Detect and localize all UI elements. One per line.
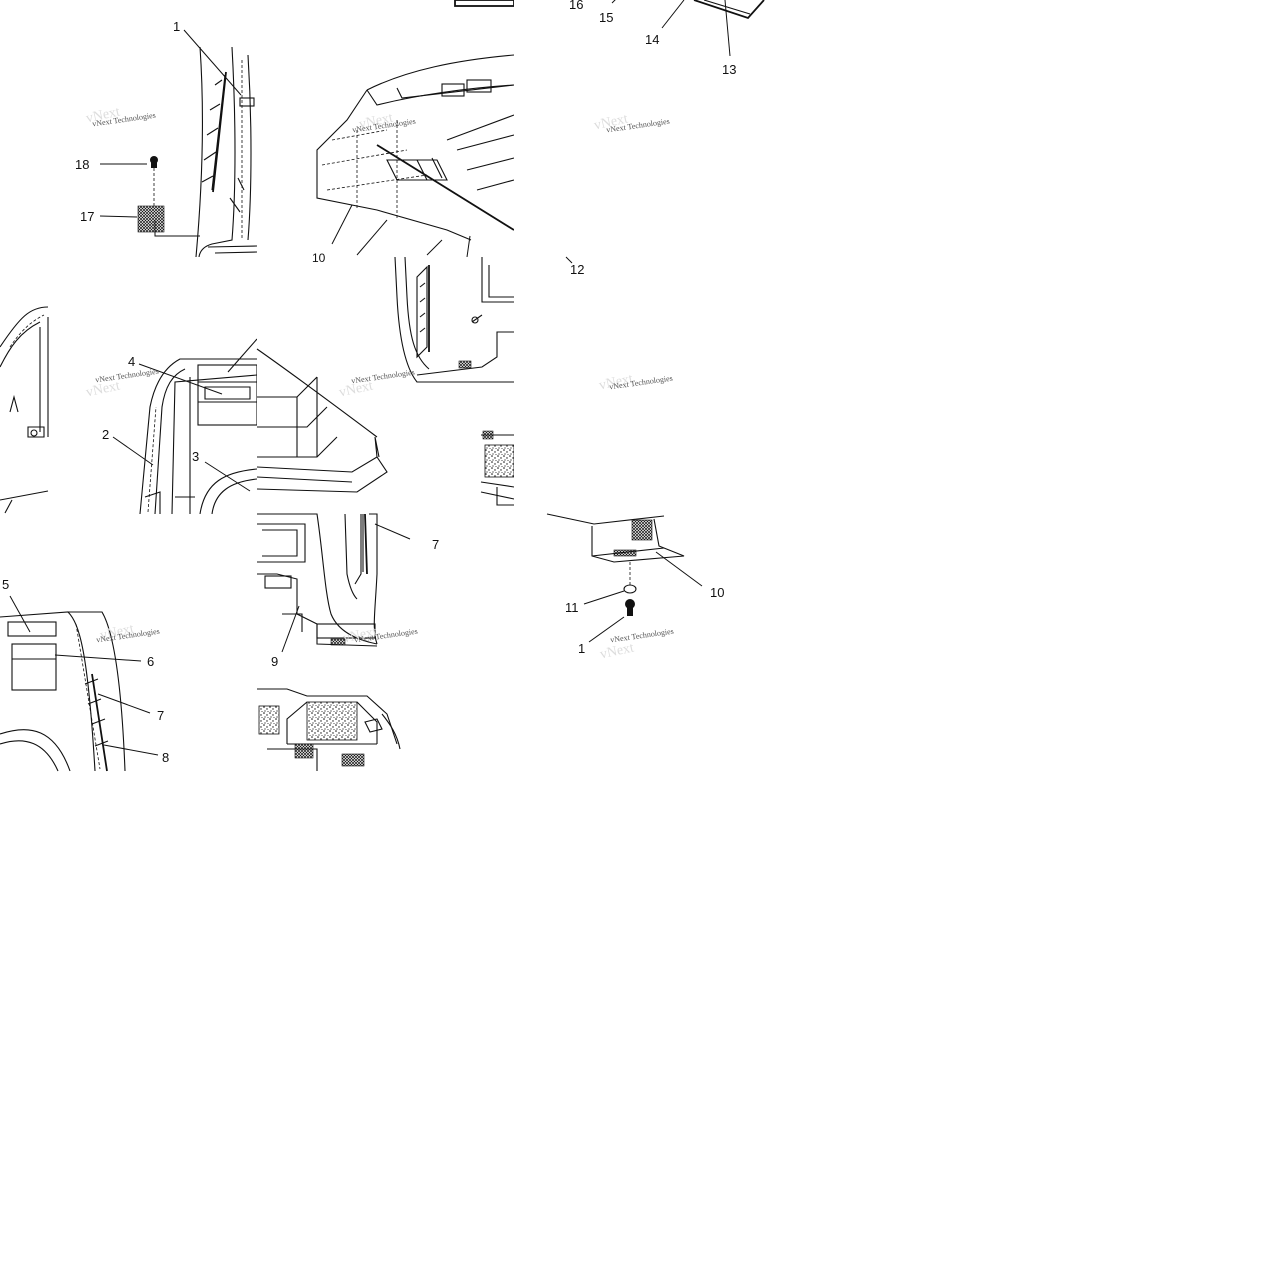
hood-front-drawing [316, 0, 515, 258]
callout-10: 10 [710, 585, 725, 600]
leader-fragment [565, 256, 573, 264]
callout-3: 3 [192, 449, 200, 464]
callout-6: 6 [147, 654, 155, 669]
tile-middle-left: 4 2 3 vNext vNext Technologies [0, 257, 258, 515]
tile-top-right: 16 15 14 13 vNext vNext Technologies [514, 0, 771, 257]
callout-5: 5 [2, 577, 10, 592]
callout-10-partial: 10 [312, 251, 326, 265]
callout-16: 16 [569, 0, 584, 12]
tile-top-left: 1 18 17 vNext vNext Technologies [0, 0, 258, 258]
callout-13: 13 [722, 62, 737, 77]
callout-18: 18 [75, 157, 90, 172]
callout-14: 14 [645, 32, 660, 47]
hood-rear-panel-drawing [0, 595, 159, 772]
tile-center: vNext vNext Technologies [256, 256, 515, 514]
bracket-fastener-drawing [546, 513, 703, 643]
tile-middle-right: 12 vNext vNext Technologies [514, 256, 771, 514]
tile-top-middle: vNext vNext Technologies [257, 0, 515, 258]
callout-8: 8 [162, 750, 170, 765]
callout-15: 15 [599, 10, 614, 25]
hood-underside-drawing [256, 256, 515, 506]
callout-11: 11 [565, 600, 579, 615]
callout-1: 1 [578, 641, 586, 656]
tile-bottom-right: 10 11 1 vNext vNext Technologies [514, 513, 771, 771]
tile-bottom-left: 5 6 7 8 vNext vNext Technologies [0, 514, 257, 772]
callout-2: 2 [102, 427, 110, 442]
hood-lower-side-drawing [257, 513, 411, 771]
hood-side-vent-drawing [99, 29, 258, 258]
tile-fragment-10: 10 [305, 250, 335, 264]
callout-1: 1 [173, 19, 181, 34]
callout-17: 17 [80, 209, 95, 224]
tile-bottom-center: 7 9 vNext vNext Technologies [257, 513, 514, 771]
callout-9: 9 [271, 654, 279, 669]
hood-side-panel-drawing [0, 306, 258, 515]
callout-7: 7 [157, 708, 165, 723]
callout-12: 12 [570, 262, 585, 277]
callout-4: 4 [128, 354, 136, 369]
callout-7: 7 [432, 537, 440, 552]
panel-fragment-drawing [611, 0, 765, 57]
